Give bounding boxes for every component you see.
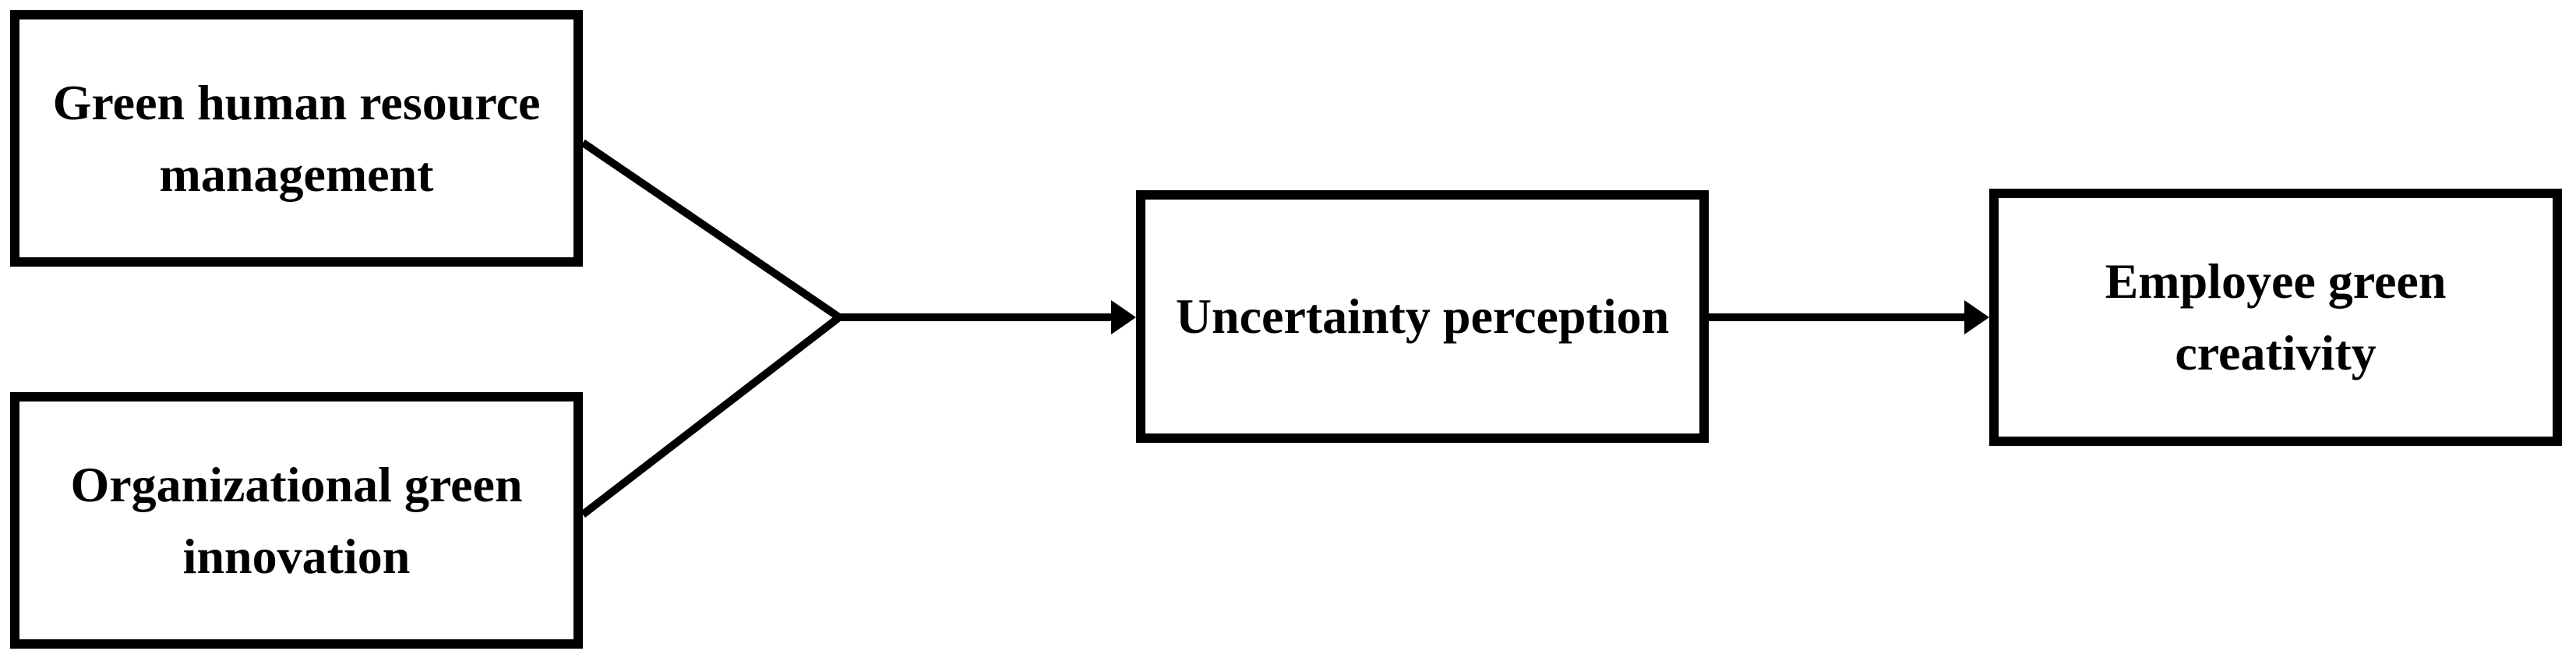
arrowhead-to-uncertainty-perception-icon: [1111, 300, 1136, 334]
node-label-employee-green-creativity: Employee green creativity: [2105, 253, 2447, 380]
node-organizational-green-innovation: Organizational green innovation: [10, 392, 583, 649]
node-employee-green-creativity: Employee green creativity: [1989, 189, 2562, 446]
node-label-green-human-resource-management: Green human resource management: [52, 74, 541, 202]
merge-lines-connector: [580, 139, 846, 518]
arrowhead-to-employee-green-creativity-icon: [1964, 300, 1989, 334]
node-green-human-resource-management: Green human resource management: [10, 10, 583, 267]
node-label-organizational-green-innovation: Organizational green innovation: [70, 456, 523, 584]
node-label-uncertainty-perception: Uncertainty perception: [1175, 288, 1670, 344]
node-uncertainty-perception: Uncertainty perception: [1136, 190, 1709, 443]
